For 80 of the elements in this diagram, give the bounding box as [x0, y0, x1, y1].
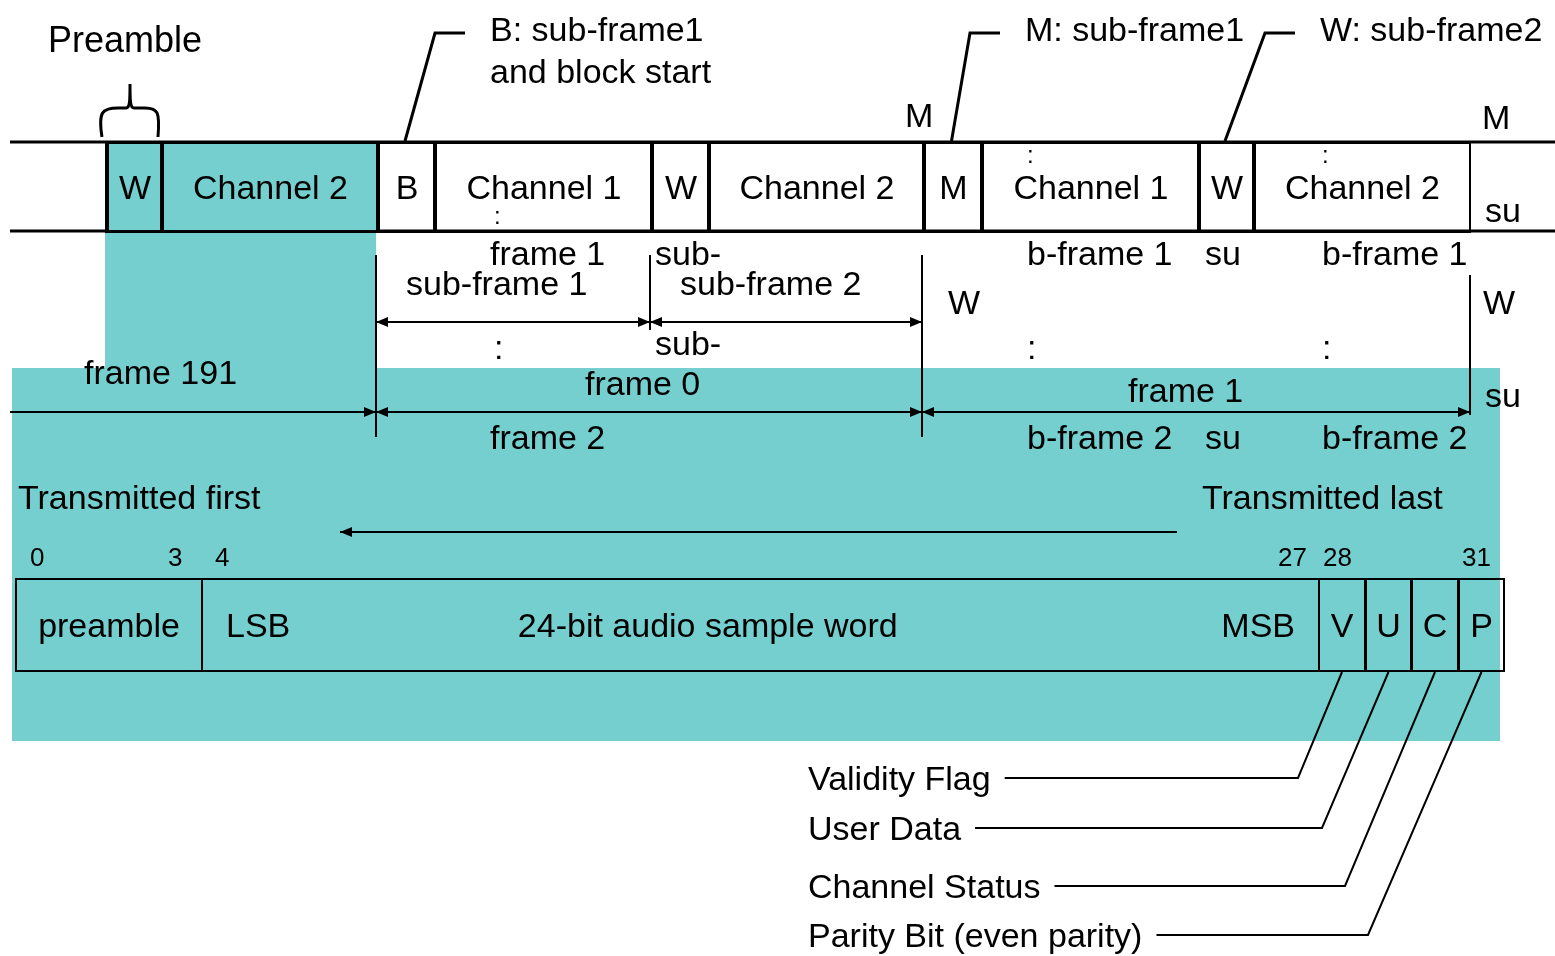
node-text: M: sub-frame1	[1025, 10, 1245, 48]
node-text: V	[1330, 608, 1354, 642]
leader-line	[1003, 671, 1343, 779]
text-label: M	[1482, 100, 1511, 134]
node-text: W	[1210, 170, 1244, 204]
bit-label: LSB	[226, 604, 291, 646]
text-label: :	[1322, 143, 1329, 167]
frame-cell	[1197, 141, 1253, 233]
text-label: M	[905, 98, 934, 132]
node-text: U	[1376, 608, 1401, 642]
text-label: frame 1	[1128, 373, 1244, 407]
text-label: b-frame 1	[1027, 236, 1173, 270]
bit-field	[15, 578, 203, 672]
sample-word-field	[202, 578, 1319, 672]
text-label: sub-	[655, 326, 722, 360]
node-text: W	[118, 170, 152, 204]
node-text: Channel 1	[466, 170, 622, 204]
node-text: Channel 1	[1013, 170, 1169, 204]
text-label: Transmitted first	[18, 480, 261, 514]
node-text: W	[664, 170, 698, 204]
node-text: Parity Bit (even parity)	[808, 916, 1143, 954]
bit-number: 0	[30, 544, 45, 570]
node-text: User Data	[808, 809, 962, 847]
text-label: :	[1027, 330, 1037, 364]
frame-cell	[707, 141, 923, 233]
leader-line	[950, 31, 1000, 142]
text-label: :	[1322, 330, 1332, 364]
text-label: su	[1205, 236, 1241, 270]
frame-cell	[650, 141, 708, 233]
leader-line	[1155, 671, 1483, 936]
frame-cell	[1252, 141, 1471, 233]
node-text: W: sub-frame2	[1320, 10, 1543, 48]
frame-cell	[980, 141, 1198, 233]
bit-number: 31	[1462, 544, 1491, 570]
node-text: Validity Flag	[808, 759, 991, 797]
node-text: C	[1422, 608, 1448, 642]
frame-cell	[160, 141, 377, 233]
text-label: su	[1205, 420, 1241, 454]
node-text: M	[939, 170, 968, 204]
text-label: Transmitted last	[1202, 480, 1443, 514]
frame-cell	[105, 141, 161, 233]
text-label: b-frame 2	[1322, 420, 1468, 454]
text-label: frame 191	[84, 355, 238, 389]
node-text: B: sub-frame1 and block start	[490, 10, 712, 90]
bit-number: 27	[1278, 544, 1307, 570]
text-label: b-frame 2	[1027, 420, 1173, 454]
text-label: Preamble	[48, 22, 203, 58]
text-label: :	[1027, 143, 1034, 167]
leader-line	[403, 31, 465, 142]
bit-field	[1318, 578, 1366, 672]
bit-field	[1365, 578, 1412, 672]
node-text: P	[1470, 608, 1493, 642]
bit-number: 4	[215, 544, 230, 570]
node-text: Channel Status	[808, 867, 1041, 905]
leader-line	[974, 671, 1390, 829]
frame-cell	[922, 141, 981, 233]
text-label: su	[1485, 193, 1521, 227]
text-label: W	[948, 285, 981, 319]
field-label: 24-bit audio sample word	[516, 604, 899, 646]
text-label: su	[1485, 378, 1521, 412]
text-label: b-frame 1	[1322, 236, 1468, 270]
leader-line	[1053, 671, 1436, 887]
frame-cell	[433, 141, 651, 233]
node-text: B	[395, 170, 419, 204]
text-label: frame 0	[585, 366, 701, 400]
bit-field	[1458, 578, 1505, 672]
text-label: W	[1483, 285, 1516, 319]
node-text: Channel 2	[1285, 170, 1440, 204]
node-text: preamble	[38, 608, 180, 642]
bit-number: 28	[1323, 544, 1352, 570]
node-text: Channel 2	[739, 170, 895, 204]
text-label: frame 2	[490, 420, 606, 454]
frame-cell	[376, 141, 434, 233]
text-label: :	[494, 330, 504, 364]
node-text: Channel 2	[193, 170, 348, 204]
leader-line	[1223, 31, 1295, 142]
text-label: :	[494, 204, 501, 228]
bit-label: MSB	[1221, 604, 1295, 646]
bit-number: 3	[168, 544, 183, 570]
bit-field	[1411, 578, 1459, 672]
